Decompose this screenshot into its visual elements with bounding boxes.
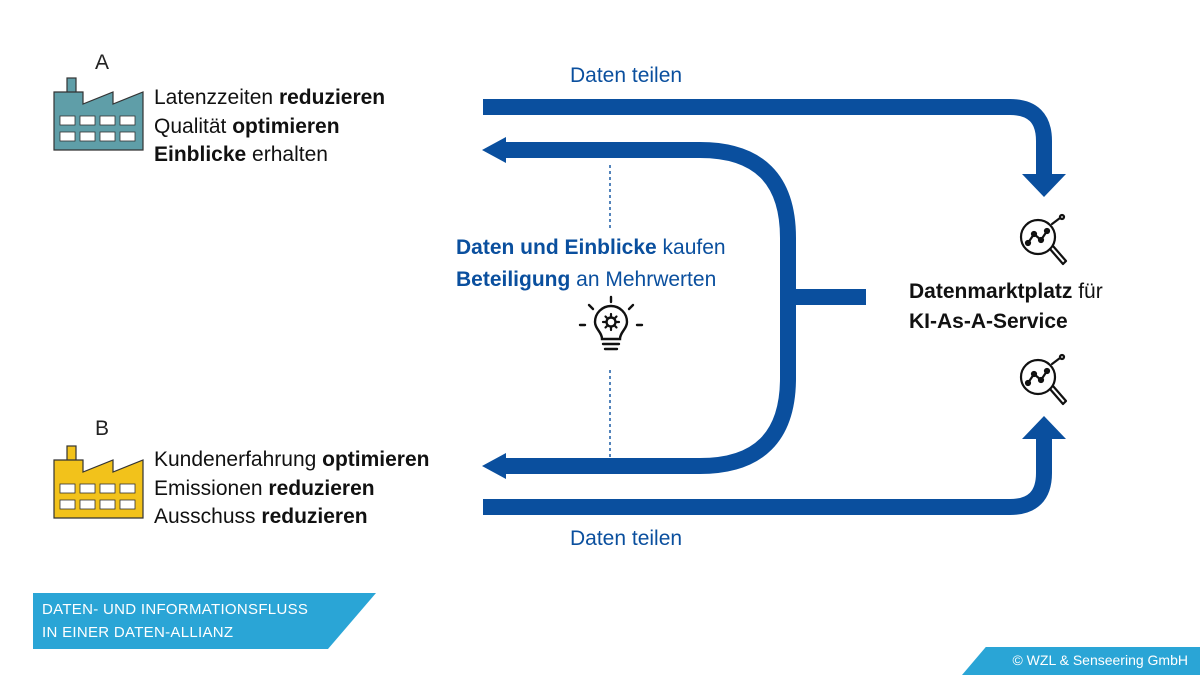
return-arrowhead-a xyxy=(482,137,506,163)
footer-caption: DATEN- UND INFORMATIONSFLUSS IN EINER DA… xyxy=(33,593,376,649)
factory-b-goal-2: Emissionen reduzieren xyxy=(154,476,375,500)
lightbulb-gear-icon xyxy=(578,295,644,351)
factory-b-letter: B xyxy=(95,417,110,440)
factory-a-goal-3: Einblicke erhalten xyxy=(154,143,328,166)
top-flow-label: Daten teilen xyxy=(570,64,683,87)
magnifier-analytics-icon-bottom xyxy=(1019,353,1068,406)
center-benefit-2: Beteiligung an Mehrwerten xyxy=(456,268,717,291)
copyright-badge: © WZL & Senseering GmbH xyxy=(962,647,1200,675)
return-flow-arrow xyxy=(503,142,796,474)
factory-a-goal-2: Qualität optimieren xyxy=(154,114,340,138)
magnifier-analytics-icon-top xyxy=(1019,213,1068,266)
factory-b-goal-1: Kundenerfahrung optimieren xyxy=(154,448,430,471)
marketplace-title: Datenmarktplatz für KI-As-A-Service xyxy=(909,277,1103,337)
factory-a-letter: A xyxy=(95,51,110,74)
factory-b-icon xyxy=(53,445,144,519)
top-share-arrow xyxy=(483,99,1052,176)
return-arrowhead-b xyxy=(482,453,506,479)
center-benefits: Daten und Einblicke kaufen Beteiligung a… xyxy=(456,232,726,296)
factory-b-goal-3: Ausschuss reduzieren xyxy=(154,505,368,528)
center-benefit-1: Daten und Einblicke kaufen xyxy=(456,236,726,259)
marketplace-line-1: Datenmarktplatz für xyxy=(909,280,1103,303)
top-share-arrowhead xyxy=(1022,174,1066,197)
footer-caption-line-1: DATEN- UND INFORMATIONSFLUSS xyxy=(42,601,309,618)
footer-caption-line-2: IN EINER DATEN-ALLIANZ xyxy=(42,624,234,641)
bottom-flow-label: Daten teilen xyxy=(570,527,683,550)
bottom-share-arrow xyxy=(483,438,1052,515)
copyright-text: © WZL & Senseering GmbH xyxy=(1012,652,1188,668)
factory-a-goal-1: Latenzzeiten reduzieren xyxy=(154,86,386,109)
marketplace-line-2: KI-As-A-Service xyxy=(909,310,1068,333)
factory-a-goals: Latenzzeiten reduzieren Qualität optimie… xyxy=(154,84,385,170)
factory-a-icon xyxy=(53,77,144,151)
factory-b-goals: Kundenerfahrung optimieren Emissionen re… xyxy=(154,446,430,532)
bottom-share-arrowhead xyxy=(1022,416,1066,439)
